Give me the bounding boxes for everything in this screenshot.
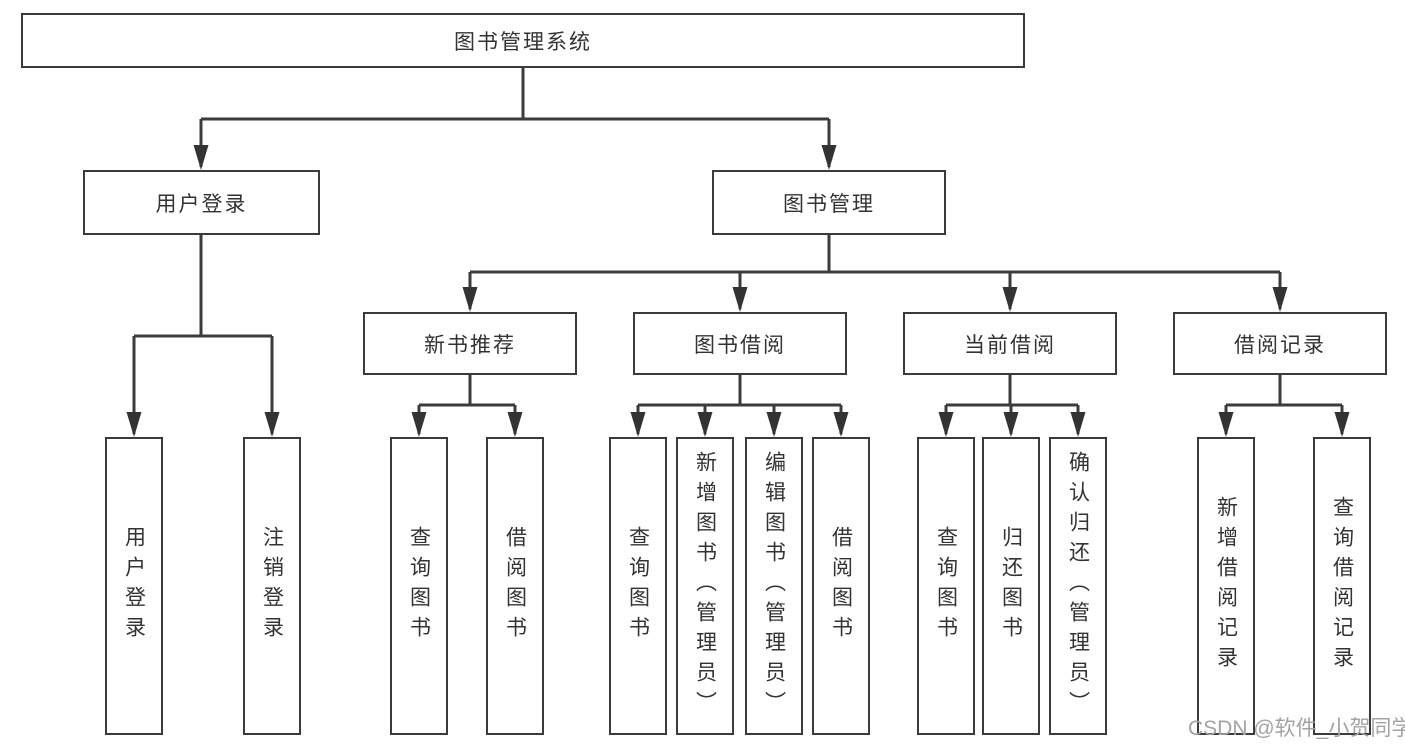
node-label: 查询借阅记录: [1330, 496, 1354, 676]
node-br-query-record: 查询借阅记录: [1313, 437, 1371, 735]
node-label: 用户登录: [122, 526, 146, 646]
node-cb-return-books: 归还图书: [982, 437, 1040, 735]
branch-user-login: [126, 235, 280, 437]
node-label: 查询图书: [407, 526, 431, 646]
node-label: 借阅图书: [829, 526, 853, 646]
node-bb-borrow-books: 借阅图书: [812, 437, 870, 735]
node-bb-add-books-admin: 新增图书（管理员）: [676, 437, 734, 735]
branch-root: [193, 68, 837, 170]
node-new-book-recommendation: 新书推荐: [363, 312, 577, 375]
node-label: 编辑图书（管理员）: [762, 451, 786, 721]
node-nb-borrow-books: 借阅图书: [486, 437, 544, 735]
branch-current-borrowing: [938, 375, 1086, 437]
node-label: 归还图书: [999, 526, 1023, 646]
node-cb-confirm-return-admin: 确认归还（管理员）: [1049, 437, 1107, 735]
node-label: 注销登录: [260, 526, 284, 646]
node-current-borrowing: 当前借阅: [903, 312, 1117, 375]
node-label: 借阅图书: [503, 526, 527, 646]
node-library-management-system: 图书管理系统: [21, 13, 1025, 68]
node-br-add-record: 新增借阅记录: [1197, 437, 1255, 735]
node-cb-query-books: 查询图书: [917, 437, 975, 735]
node-bb-edit-books-admin: 编辑图书（管理员）: [745, 437, 803, 735]
csdn-watermark: CSDN @软件_小贺同学: [1188, 717, 1405, 740]
branch-book-management: [462, 235, 1288, 312]
node-label: 查询图书: [626, 526, 650, 646]
branch-new-book-recommendation: [411, 375, 523, 437]
node-label: 新增借阅记录: [1214, 496, 1238, 676]
node-user-login: 用户登录: [83, 170, 320, 235]
node-label: 新增图书（管理员）: [693, 451, 717, 721]
node-label: 查询图书: [934, 526, 958, 646]
node-nb-query-books: 查询图书: [390, 437, 448, 735]
node-user-login-action: 用户登录: [105, 437, 163, 735]
branch-borrowing-records: [1218, 375, 1350, 437]
node-label: 确认归还（管理员）: [1066, 451, 1090, 721]
node-book-management: 图书管理: [712, 170, 946, 235]
node-logout-action: 注销登录: [243, 437, 301, 735]
node-borrowing-records: 借阅记录: [1173, 312, 1387, 375]
branch-book-borrowing: [630, 375, 849, 437]
node-bb-query-books: 查询图书: [609, 437, 667, 735]
node-book-borrowing: 图书借阅: [633, 312, 847, 375]
